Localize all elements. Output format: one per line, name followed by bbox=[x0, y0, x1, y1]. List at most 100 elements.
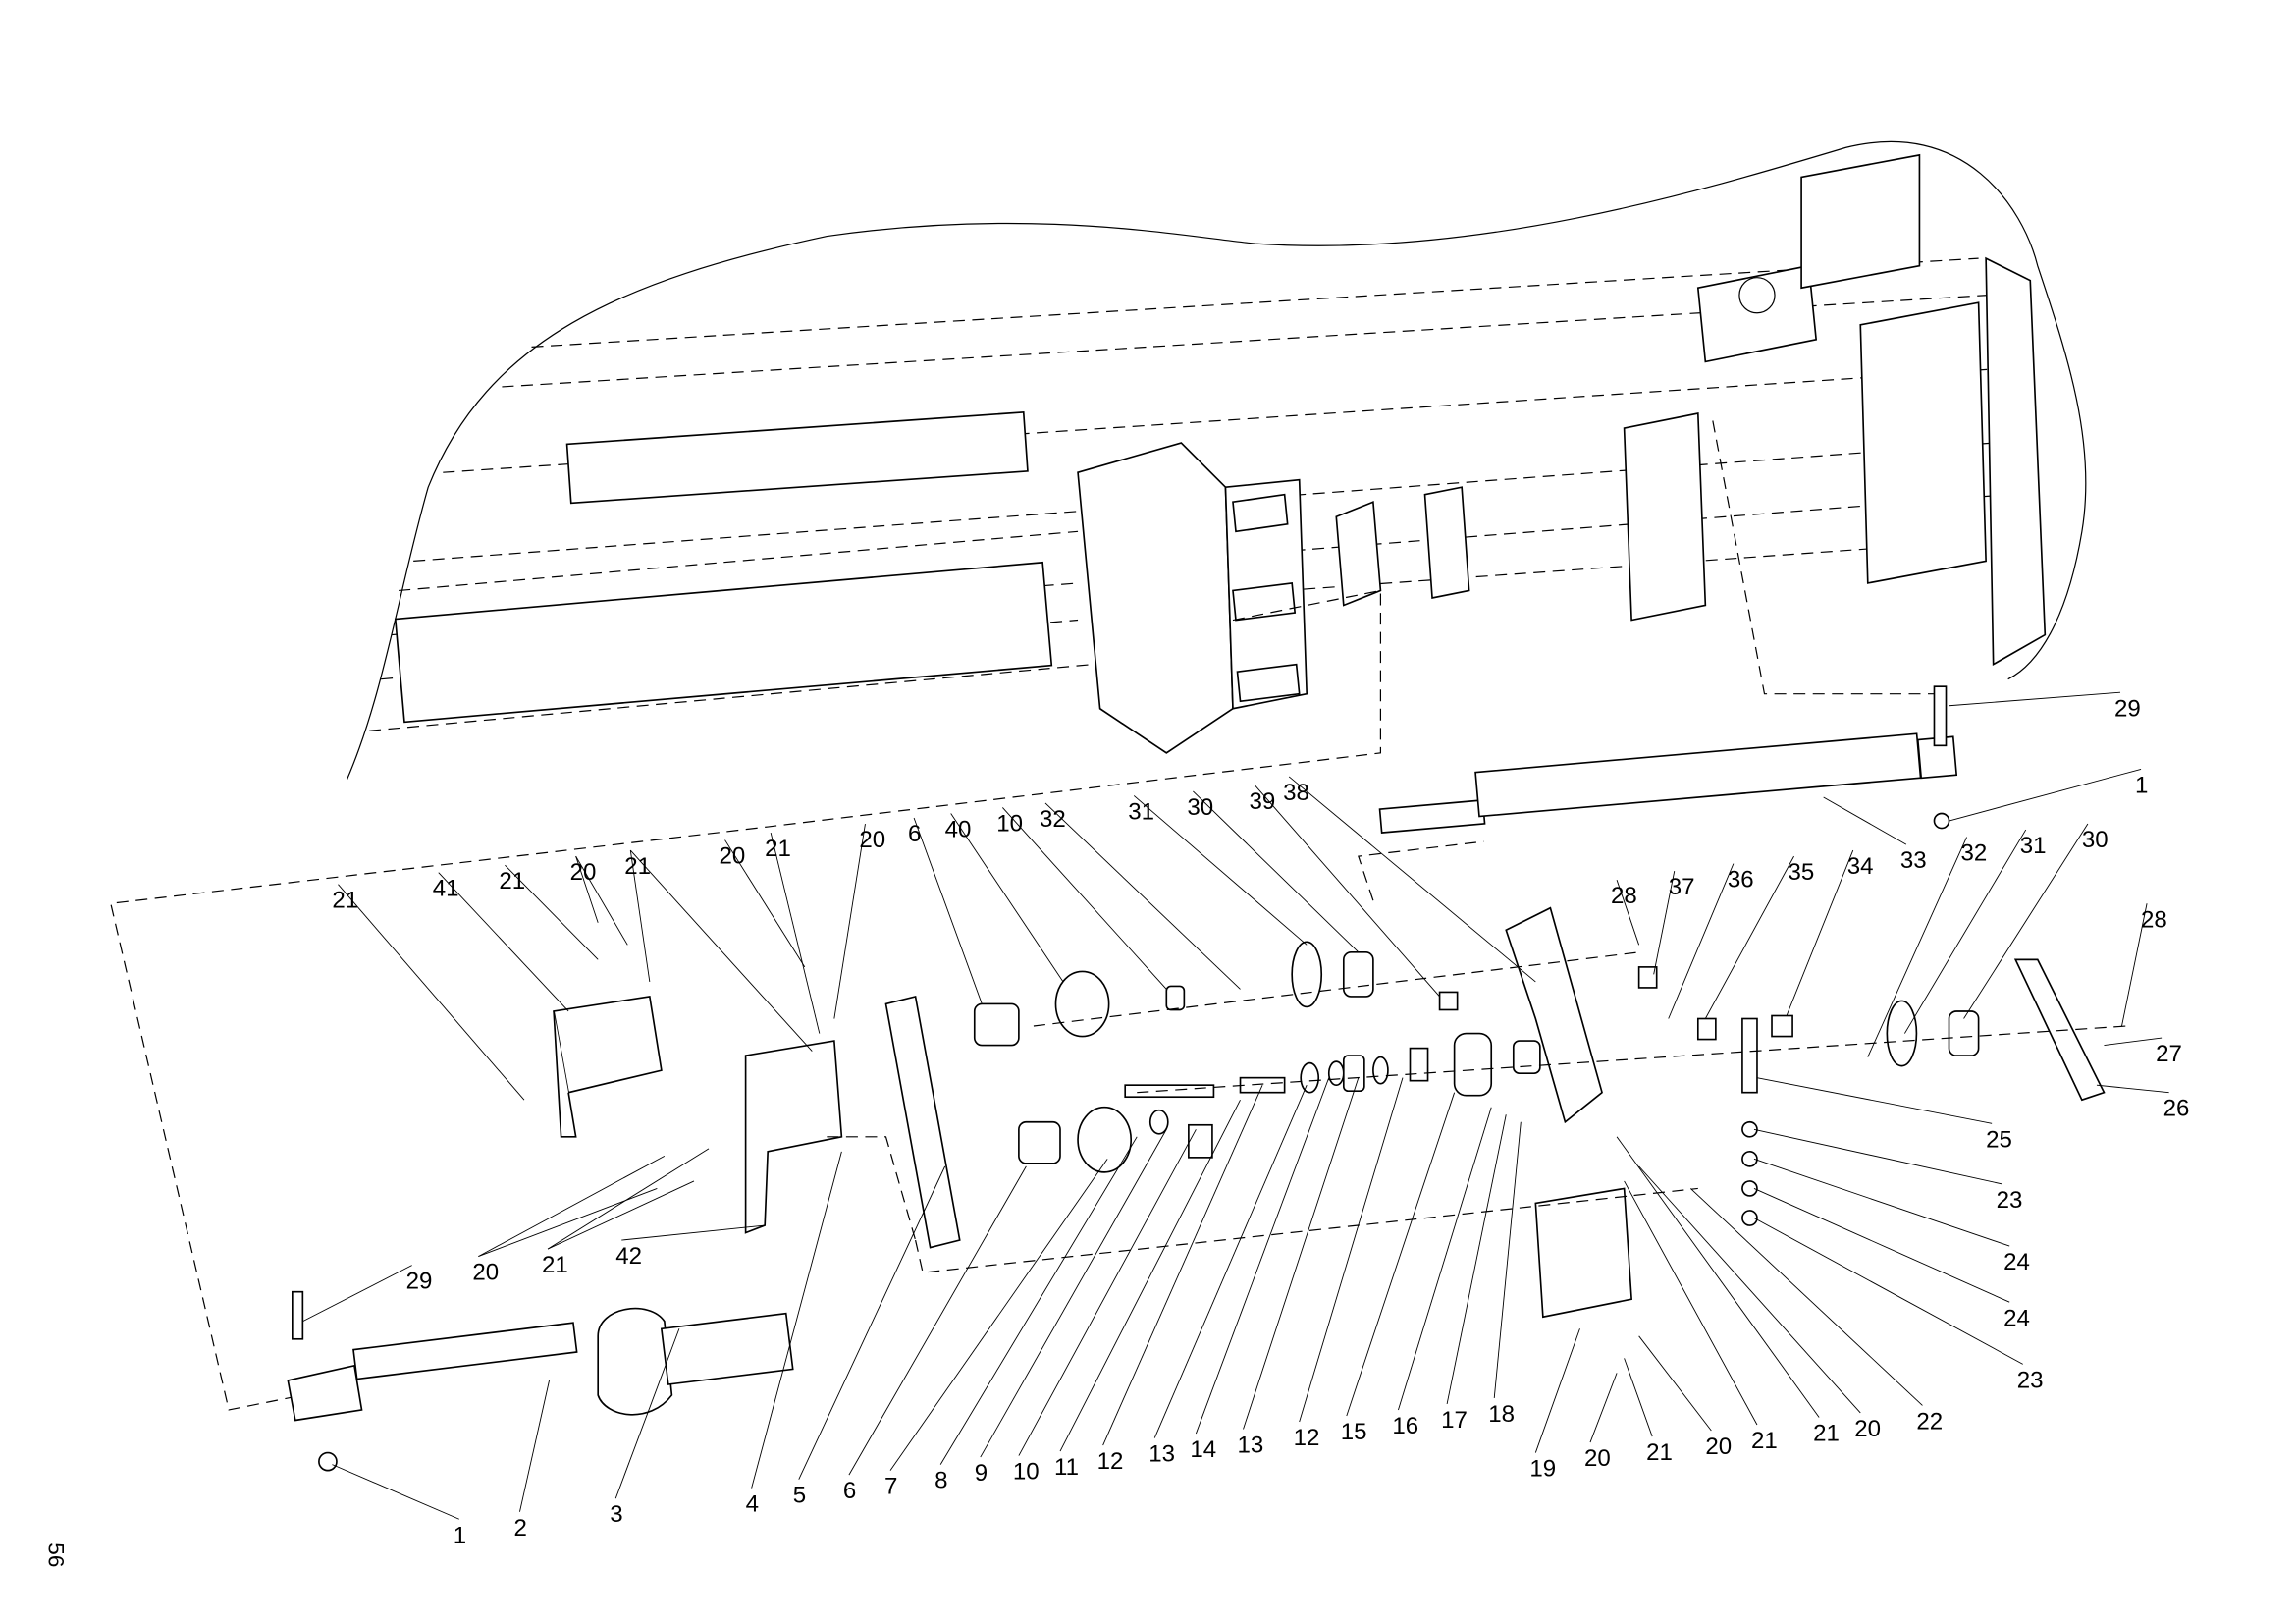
leader-line bbox=[939, 1136, 1138, 1465]
callout-number: 19 bbox=[1529, 1456, 1556, 1483]
leader-line bbox=[547, 1180, 695, 1250]
callout-number: 30 bbox=[2082, 827, 2109, 853]
callout-number: 28 bbox=[1611, 883, 1637, 909]
callout-number: 14 bbox=[1190, 1436, 1216, 1463]
leader-line bbox=[1756, 1077, 1993, 1124]
leader-line bbox=[980, 1129, 1167, 1458]
callout-number: 37 bbox=[1669, 874, 1695, 900]
callout-number: 13 bbox=[1238, 1433, 1264, 1459]
callout-number: 36 bbox=[1728, 867, 1754, 893]
leader-line bbox=[1002, 807, 1167, 990]
leader-line bbox=[1589, 1373, 1618, 1443]
callout-number: 6 bbox=[908, 821, 921, 847]
callout-number: 11 bbox=[1054, 1454, 1079, 1481]
header-frame-assembly bbox=[110, 140, 2087, 1411]
callout-number: 1 bbox=[2135, 772, 2148, 798]
callout-number: 24 bbox=[2003, 1249, 2030, 1275]
leader-line bbox=[547, 1148, 710, 1250]
callout-number: 23 bbox=[2017, 1367, 2044, 1393]
callout-number: 21 bbox=[332, 888, 358, 914]
callout-number: 5 bbox=[793, 1483, 806, 1509]
leader-line bbox=[1949, 691, 2121, 707]
callout-number: 42 bbox=[615, 1243, 642, 1270]
callout-number: 38 bbox=[1283, 780, 1309, 806]
leader-line bbox=[724, 839, 806, 968]
leader-line bbox=[302, 1265, 412, 1323]
leader-line bbox=[1949, 768, 2142, 822]
leader-line bbox=[1255, 785, 1440, 998]
callout-number: 20 bbox=[1584, 1445, 1611, 1472]
callout-number: 21 bbox=[765, 836, 791, 862]
callout-number: 30 bbox=[1187, 794, 1213, 821]
leader-line bbox=[1195, 1077, 1330, 1435]
callout-number: 20 bbox=[570, 859, 597, 886]
leader-line bbox=[338, 884, 525, 1101]
leader-line bbox=[1288, 776, 1536, 983]
leader-line bbox=[1018, 1129, 1197, 1456]
leader-line bbox=[1963, 823, 2089, 1019]
leader-line bbox=[1638, 1165, 1861, 1414]
leader-line bbox=[1704, 855, 1794, 1019]
leader-line bbox=[1638, 1335, 1712, 1432]
leader-line bbox=[1059, 1100, 1241, 1452]
leader-line bbox=[575, 855, 628, 946]
leader-line bbox=[1753, 1128, 2002, 1185]
leader-line bbox=[1668, 863, 1735, 1019]
leader-line bbox=[629, 850, 651, 982]
callout-number: 6 bbox=[843, 1478, 856, 1504]
callout-number: 28 bbox=[2141, 906, 2167, 933]
leader-line bbox=[1299, 1077, 1404, 1423]
brackets bbox=[553, 906, 1632, 1319]
shaft-components bbox=[827, 941, 2127, 1273]
leader-line bbox=[1867, 837, 1967, 1057]
callout-number: 32 bbox=[1040, 806, 1066, 833]
callout-number: 31 bbox=[2020, 833, 2047, 859]
leader-line bbox=[1624, 1180, 1758, 1426]
leader-line bbox=[2104, 1037, 2163, 1047]
callout-number: 7 bbox=[884, 1474, 897, 1500]
callout-number: 26 bbox=[2163, 1096, 2190, 1122]
callout-number: 39 bbox=[1250, 788, 1276, 815]
leader-line bbox=[889, 1159, 1108, 1471]
leader-line bbox=[575, 855, 599, 923]
callout-number: 16 bbox=[1392, 1413, 1418, 1439]
callout-number: 20 bbox=[1705, 1434, 1732, 1460]
leader-line bbox=[1446, 1114, 1507, 1405]
callout-number: 9 bbox=[975, 1460, 988, 1487]
belt bbox=[884, 995, 961, 1249]
leader-line bbox=[1102, 1084, 1263, 1446]
callout-number: 41 bbox=[433, 876, 459, 902]
callout-number: 33 bbox=[1900, 847, 1927, 874]
callout-number: 21 bbox=[1813, 1421, 1840, 1447]
callout-number: 20 bbox=[1854, 1416, 1881, 1442]
callout-number: 8 bbox=[934, 1468, 947, 1494]
dash bbox=[1358, 840, 1484, 901]
leader-line bbox=[751, 1151, 842, 1489]
leader-line bbox=[1133, 795, 1308, 946]
leader-line bbox=[950, 813, 1064, 983]
leader-line bbox=[848, 1165, 1027, 1476]
callout-number: 29 bbox=[406, 1269, 433, 1295]
callout-number: 40 bbox=[945, 817, 972, 843]
leader-line bbox=[1904, 829, 2027, 1034]
callout-number: 25 bbox=[1986, 1126, 2012, 1153]
callout-number: 20 bbox=[720, 843, 746, 870]
leader-line bbox=[1823, 796, 1907, 845]
leader-line bbox=[833, 823, 866, 1019]
leader-line bbox=[913, 817, 983, 1004]
leader-line bbox=[629, 849, 813, 1052]
leader-line bbox=[1653, 871, 1676, 975]
leader-line bbox=[505, 864, 599, 960]
leader-line bbox=[770, 832, 821, 1034]
leader-line bbox=[1193, 790, 1360, 953]
leader-line bbox=[438, 872, 569, 1012]
callout-number: 21 bbox=[1751, 1428, 1778, 1454]
callout-number: 10 bbox=[1013, 1459, 1040, 1486]
callout-number: 21 bbox=[499, 868, 525, 894]
leader-line bbox=[1786, 849, 1854, 1016]
callout-number: 18 bbox=[1488, 1401, 1515, 1428]
leader-line bbox=[1616, 880, 1640, 946]
leader-line bbox=[1493, 1121, 1522, 1398]
callout-number: 12 bbox=[1097, 1448, 1124, 1475]
